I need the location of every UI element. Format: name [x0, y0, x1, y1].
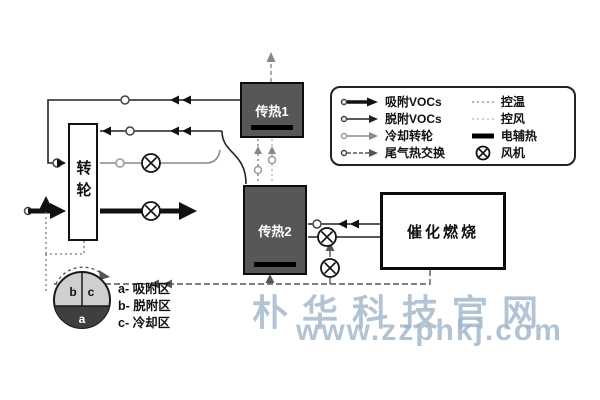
- adsorb-line-icon: [340, 97, 378, 106]
- catalytic-combustion-label: 催化燃烧: [406, 223, 479, 241]
- duct-marker: [267, 155, 277, 165]
- temp-line-icon: [471, 100, 494, 103]
- arrow-left-icon: [338, 219, 347, 229]
- legend-item-desorb: 脱附VOCs: [340, 110, 470, 127]
- arrow-right-icon: [57, 158, 66, 168]
- arrow-right-icon: [50, 203, 66, 219]
- legend-label: 控温: [500, 95, 525, 109]
- duct-marker: [115, 158, 125, 168]
- zone-c-label: c: [88, 285, 95, 299]
- heat-exchanger-1-label: 传热1: [255, 103, 289, 119]
- arrow-left-icon: [163, 279, 172, 289]
- rotation-arrow-icon: [99, 270, 110, 280]
- arrow-up-icon: [325, 242, 335, 251]
- zone-a-label: a: [79, 312, 86, 326]
- legend-label: 风机: [500, 146, 525, 160]
- fan-icon: [141, 201, 161, 221]
- zone-b-desc: b- 脱附区: [118, 299, 171, 313]
- fan-icon: [475, 145, 491, 160]
- fan-icon: [320, 258, 340, 278]
- arrow-left-icon: [350, 219, 359, 229]
- legend-label: 冷却转轮: [385, 129, 434, 143]
- zone-b-label: b: [69, 285, 76, 299]
- legend-box: 吸附VOCs 脱附VOCs 冷却转轮 尾气热交换: [330, 86, 576, 166]
- duct-marker: [312, 219, 322, 229]
- exhaust-line-icon: [340, 148, 378, 157]
- legend-item-temp: 控温: [470, 93, 566, 110]
- legend-item-exhaust: 尾气热交换: [340, 144, 470, 161]
- duct-marker: [120, 95, 130, 105]
- legend-item-fan: 风机: [470, 144, 566, 161]
- arrow-left-icon: [150, 279, 159, 289]
- cool-line-icon: [340, 131, 378, 140]
- arrow-up-icon: [265, 274, 275, 283]
- rotor-zone-diagram: b c a: [53, 266, 111, 329]
- legend-label: 尾气热交换: [385, 146, 446, 160]
- arrow-left-icon: [182, 95, 191, 105]
- catalytic-combustion-box: 催化燃烧: [380, 192, 506, 270]
- arrow-up-icon: [39, 196, 53, 210]
- desorb-line-icon: [340, 114, 378, 123]
- rotary-wheel-box: 转轮: [68, 123, 98, 241]
- legend-item-adsorb: 吸附VOCs: [340, 93, 470, 110]
- arrow-left-icon: [102, 126, 111, 136]
- electric-heater-bar: [254, 262, 296, 267]
- arrow-right-icon: [179, 202, 197, 220]
- air-line-icon: [471, 117, 494, 120]
- arrow-up-icon: [254, 146, 262, 154]
- zone-a-desc: a- 吸附区: [118, 282, 171, 296]
- fan-icon: [317, 227, 337, 247]
- arrow-left-icon: [170, 126, 179, 136]
- heat-exchanger-1-box: 传热1: [240, 82, 304, 138]
- electric-heater-bar: [251, 125, 293, 130]
- arrow-left-icon: [170, 95, 179, 105]
- legend-label: 吸附VOCs: [385, 95, 442, 109]
- duct-marker: [125, 126, 135, 136]
- duct-marker: [253, 165, 263, 175]
- legend-label: 电辅热: [500, 129, 537, 143]
- arrow-up-icon: [268, 146, 276, 154]
- legend-label: 脱附VOCs: [385, 112, 442, 126]
- zone-legend: a- 吸附区 b- 脱附区 c- 冷却区: [118, 281, 171, 332]
- rotary-wheel-label: 转轮: [74, 160, 92, 204]
- arrow-up-icon: [266, 52, 276, 62]
- heat-exchanger-2-box: 传热2: [243, 185, 307, 275]
- arrow-left-icon: [182, 126, 191, 136]
- legend-item-air: 控风: [470, 110, 566, 127]
- legend-label: 控风: [500, 112, 525, 126]
- electric-heater-icon: [471, 133, 494, 138]
- fan-icon: [141, 153, 161, 173]
- zone-c-desc: c- 冷却区: [118, 316, 171, 330]
- heat-exchanger-2-label: 传热2: [258, 223, 292, 239]
- legend-item-heater: 电辅热: [470, 127, 566, 144]
- legend-item-cool: 冷却转轮: [340, 127, 470, 144]
